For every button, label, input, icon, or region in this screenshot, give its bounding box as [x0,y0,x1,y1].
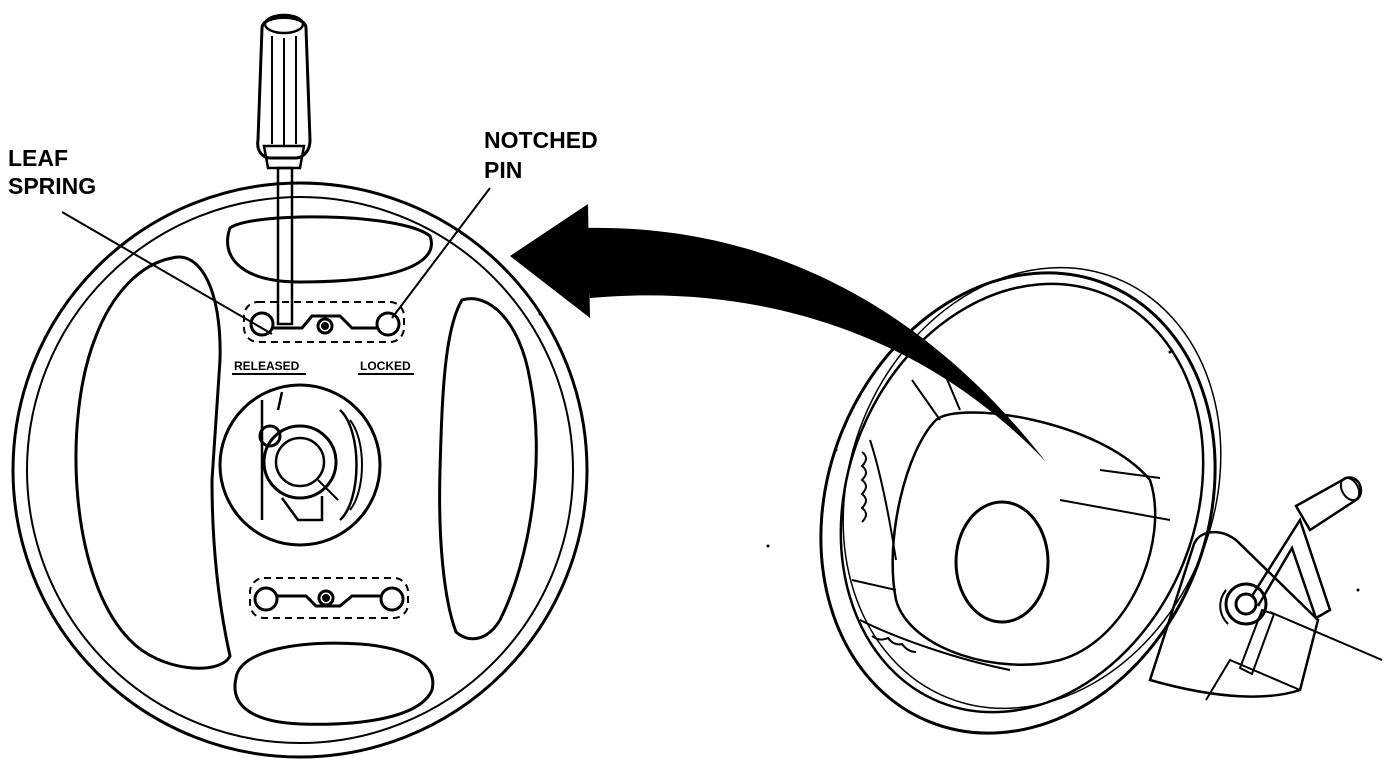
angled-rim-inner [839,282,1205,714]
speckles [538,312,1360,592]
right-opening [438,297,538,641]
arrow-body [584,227,1046,462]
leaf-spring-label-line1: LEAF [8,145,68,171]
top-opening [226,215,433,284]
upper-left-pin [249,311,275,337]
leaf-spring-label-line2: SPRING [8,173,96,199]
leaf-spring-leader [61,211,273,335]
angled-rim-edge [842,266,1222,710]
crank-arm [1250,517,1332,620]
notched-pin-label-line1: NOTCHED [484,127,598,153]
lower-latch-housing [249,577,409,619]
wheel-inner-rim [26,196,574,744]
upper-latch-housing [243,301,405,343]
lower-latch [249,577,409,619]
hub-ring [262,424,338,500]
hub-outer [218,383,382,547]
leaf-spring [273,314,377,330]
notched-pin-leader [391,187,491,319]
upper-center-rivet [316,317,334,335]
wheel-outer-rim [11,181,589,759]
locked-label: LOCKED [360,359,411,373]
angled-rim-outer [819,271,1217,735]
screwdriver-shaft [276,166,294,326]
hub-pin [258,424,282,448]
crank-bolt-inner [1234,592,1258,616]
bottom-opening [233,641,435,726]
upper-right-pin [375,311,401,337]
left-opening [74,255,232,670]
arrow-head [510,204,590,318]
crank-grip [1294,476,1363,532]
crank-bolt-outer [1224,582,1268,626]
screwdriver-handle [256,16,312,160]
hub-bore [274,436,326,488]
lower-right-pin [379,586,405,612]
lower-left-pin [253,586,279,612]
lower-center-rivet [317,589,335,607]
upper-latch [243,301,405,343]
wheel-front-view [11,13,589,759]
notched-pin-label-line2: PIN [484,157,522,183]
wheel-angled-view [819,266,1383,735]
angled-hub-pad [891,411,1157,666]
screwdriver [256,13,312,326]
released-label: RELEASED [234,359,300,373]
wheel-hub [218,383,382,547]
crank-handle [1219,476,1383,676]
curved-arrow [510,204,1046,462]
horn-button [954,500,1050,624]
